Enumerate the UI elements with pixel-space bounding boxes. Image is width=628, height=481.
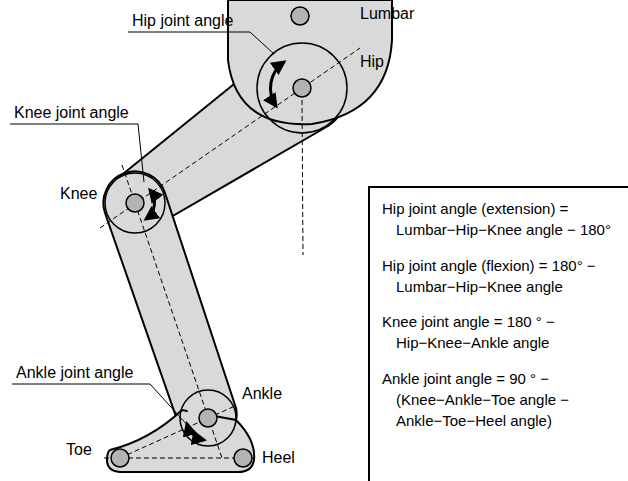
- leader-lines: [10, 32, 274, 428]
- part-label: Heel: [262, 448, 295, 467]
- part-label: Hip: [360, 52, 384, 71]
- part-label: Ankle: [242, 384, 282, 403]
- part-label: Toe: [66, 440, 92, 459]
- callout-label: Knee joint angle: [14, 103, 129, 122]
- formula-text: Hip joint angle (flexion) = 180° − Lumba…: [382, 255, 620, 298]
- angle-arrows: [146, 62, 284, 440]
- part-label: Lumbar: [360, 4, 414, 23]
- formula-text: Knee joint angle = 180 ° − Hip−Knee−Ankl…: [382, 311, 620, 354]
- part-label: Knee: [60, 184, 97, 203]
- formula-text: Ankle joint angle = 90 ° − (Knee−Ankle−T…: [382, 368, 620, 432]
- formula-text: Hip joint angle (extension) = Lumbar−Hip…: [382, 198, 620, 241]
- callout-label: Ankle joint angle: [16, 363, 133, 382]
- joint-circles: [105, 43, 347, 446]
- shank-fill: [120, 205, 226, 418]
- callout-label: Hip joint angle: [132, 11, 233, 30]
- marker-dots: [111, 7, 311, 467]
- formula-box: Hip joint angle (extension) = Lumbar−Hip…: [368, 186, 628, 481]
- thigh-segment: [105, 42, 348, 233]
